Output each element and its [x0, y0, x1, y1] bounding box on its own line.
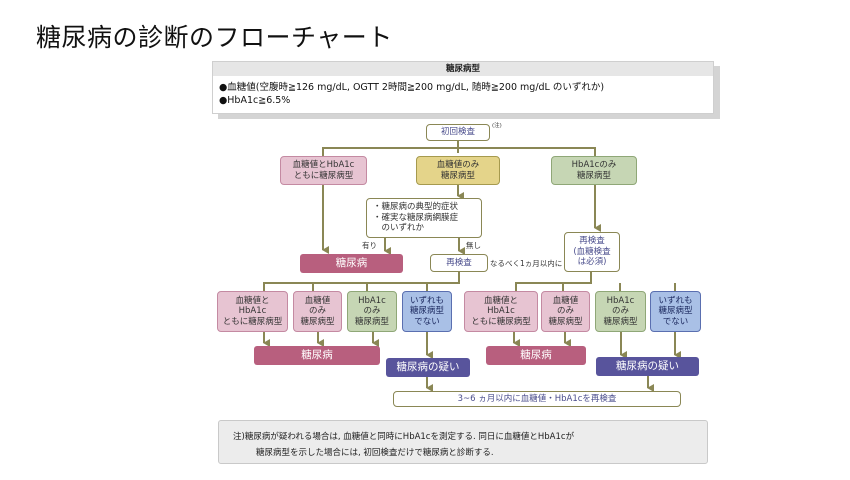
left-neither-box: いずれも 糖尿病型 でない [402, 291, 452, 332]
retest-left-note: なるべく1ヵ月以内に [490, 259, 563, 268]
connector-retest-left [263, 272, 460, 292]
left-both-box: 血糖値と HbA1c ともに糖尿病型 [217, 291, 288, 332]
diabetes-box-upper: 糖尿病 [300, 254, 403, 273]
condition-no-label: 無し [466, 241, 481, 250]
connector-retest-right [515, 272, 676, 292]
suspected-box-right: 糖尿病の疑い [596, 357, 699, 376]
criteria-heading: 糖尿病型 [213, 62, 713, 76]
footnote-line-1: 注)糖尿病が疑われる場合は, 血糖値と同時にHbA1cを測定する. 同日に血糖値… [233, 432, 575, 442]
criteria-glucose: ●血糖値(空腹時≧126 mg/dL, OGTT 2時間≧200 mg/dL, … [219, 82, 605, 93]
condition-yes-label: 有り [362, 241, 377, 250]
right-neither-box: いずれも 糖尿病型 でない [650, 291, 701, 332]
suspected-box-left: 糖尿病の疑い [386, 358, 470, 377]
initial-test-box: 初回検査 [426, 124, 490, 141]
page-title: 糖尿病の診断のフローチャート [36, 23, 393, 52]
diabetes-box-left: 糖尿病 [254, 346, 380, 365]
right-hba1c-only-box: HbA1c のみ 糖尿病型 [595, 291, 646, 332]
left-hba1c-only-box: HbA1c のみ 糖尿病型 [347, 291, 397, 332]
retest-left-box: 再検査 [430, 254, 488, 272]
condition-box: ・糖尿病の典型的症状 ・確実な糖尿病網膜症 のいずれか [366, 198, 482, 238]
left-glucose-only-box: 血糖値 のみ 糖尿病型 [293, 291, 342, 332]
right-glucose-only-box: 血糖値 のみ 糖尿病型 [541, 291, 590, 332]
criteria-box: 糖尿病型 ●血糖値(空腹時≧126 mg/dL, OGTT 2時間≧200 mg… [212, 61, 714, 114]
glucose-only-box: 血糖値のみ 糖尿病型 [416, 156, 500, 185]
criteria-hba1c: ●HbA1c≧6.5% [219, 95, 291, 106]
right-both-box: 血糖値と HbA1c ともに糖尿病型 [464, 291, 538, 332]
both-diabetic-type-box: 血糖値とHbA1c ともに糖尿病型 [280, 156, 367, 185]
footnote-line-2: 糖尿病型を示した場合には, 初回検査だけで糖尿病と診断する. [256, 448, 494, 458]
footnote-box: 注)糖尿病が疑われる場合は, 血糖値と同時にHbA1cを測定する. 同日に血糖値… [218, 420, 708, 464]
recheck-box: 3~6 ヵ月以内に血糖値・HbA1cを再検査 [393, 391, 681, 407]
hba1c-only-box: HbA1cのみ 糖尿病型 [551, 156, 637, 185]
retest-right-box: 再検査 (血糖検査 は必須) [564, 232, 620, 272]
initial-test-note-mark: (注) [492, 123, 502, 129]
diabetes-box-right: 糖尿病 [486, 346, 586, 365]
